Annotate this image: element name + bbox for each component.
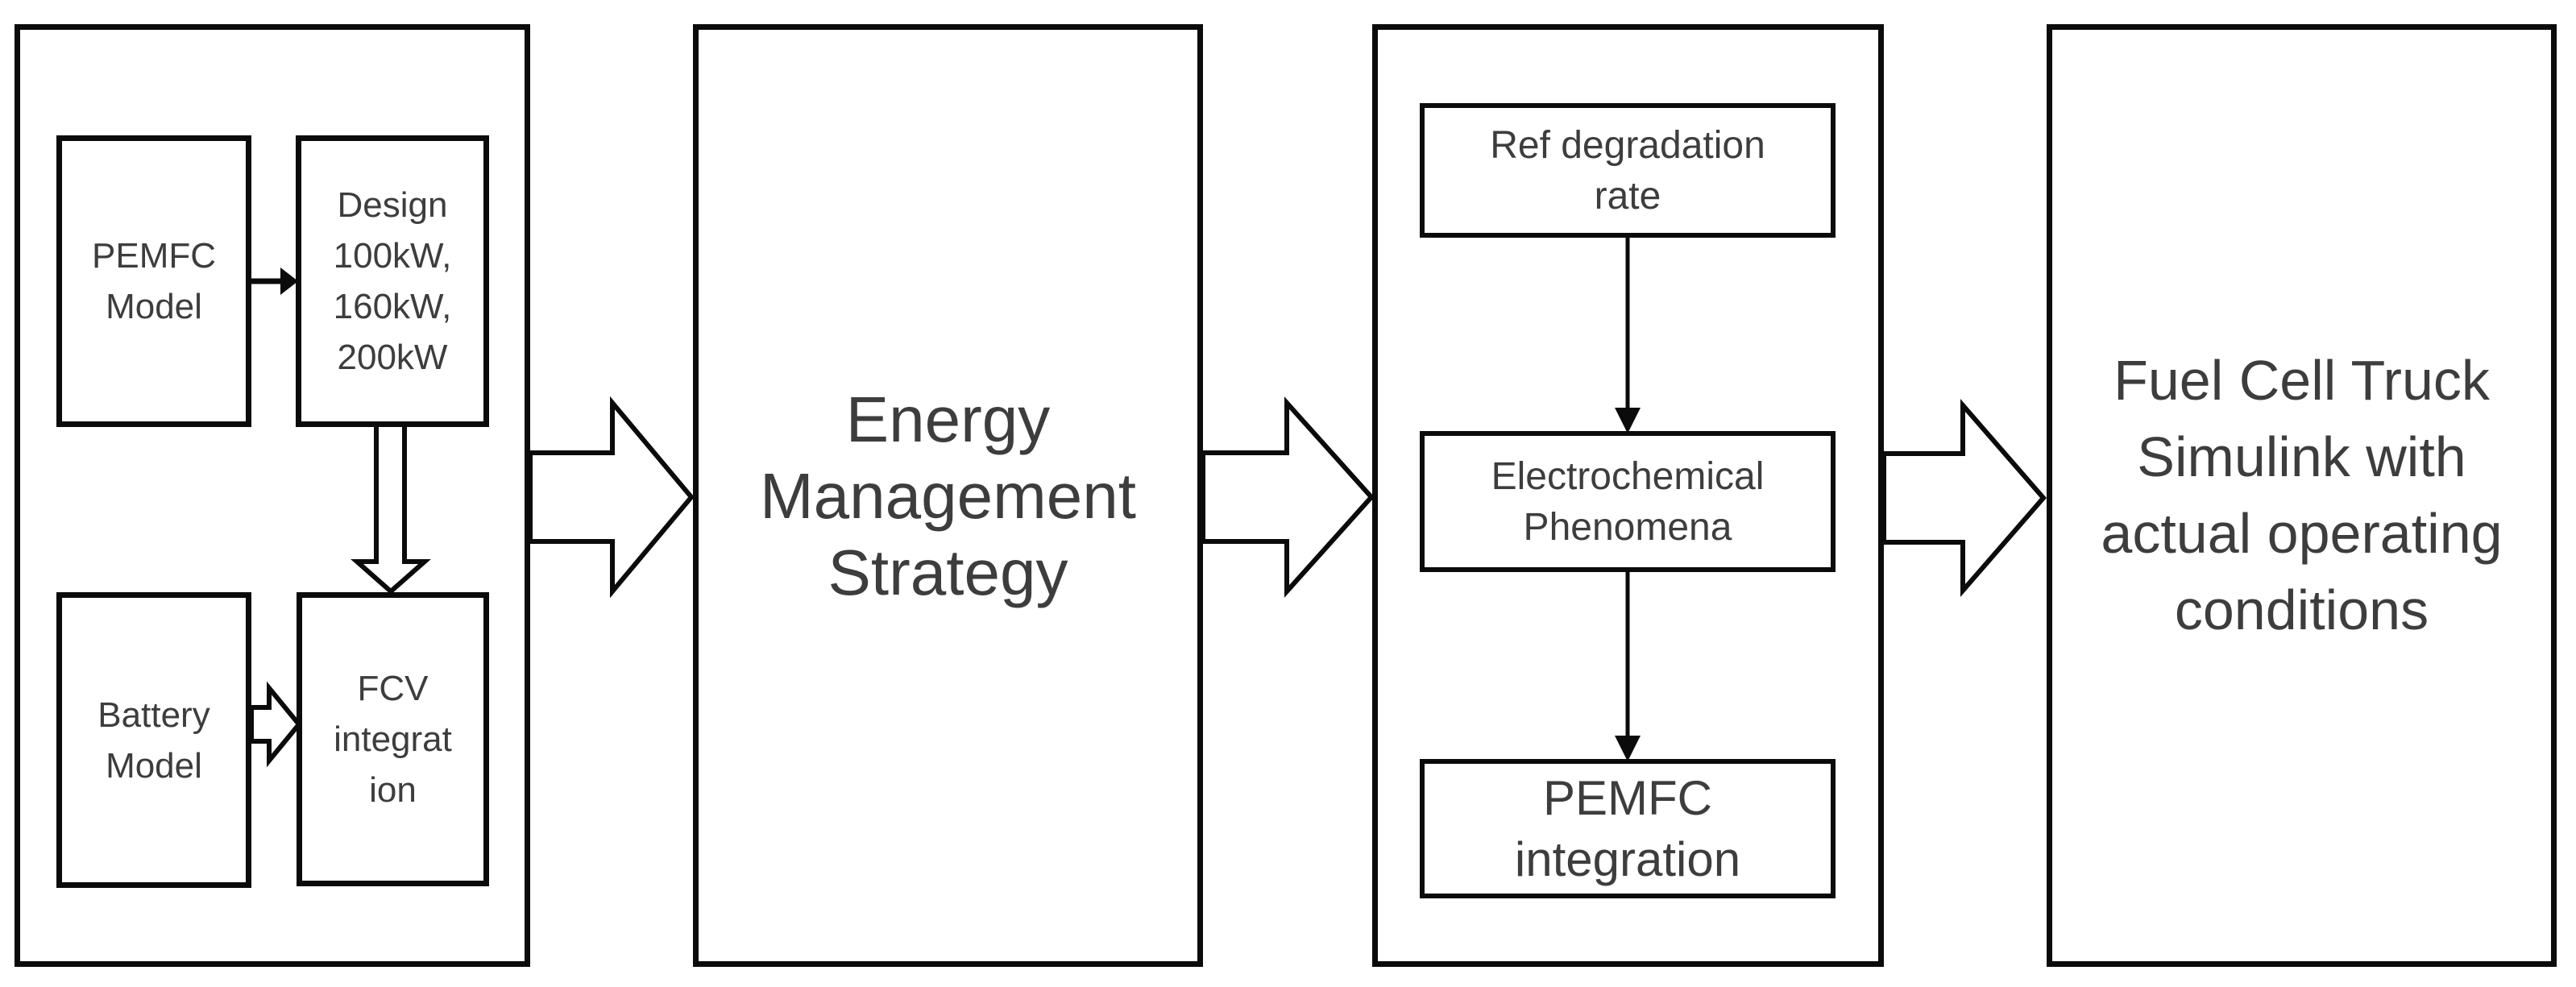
electrochemical-phenomena-box: Electrochemical Phenomena bbox=[1420, 431, 1836, 572]
fuel-cell-truck-simulink-label: Fuel Cell Truck Simulink with actual ope… bbox=[2101, 349, 2503, 641]
battery-model-label: Battery Model bbox=[97, 695, 210, 786]
pemfc-model-box: PEMFC Model bbox=[56, 135, 251, 427]
pemfc-model-label: PEMFC Model bbox=[92, 236, 216, 326]
battery-model-box: Battery Model bbox=[56, 592, 251, 888]
ref-degradation-rate-box: Ref degradation rate bbox=[1420, 103, 1836, 238]
arrow-stage3-to-stage4-icon bbox=[1881, 398, 2047, 598]
electrochemical-phenomena-label: Electrochemical Phenomena bbox=[1491, 454, 1765, 549]
design-power-label: Design 100kW, 160kW, 200kW bbox=[333, 185, 452, 377]
stage4-panel: Fuel Cell Truck Simulink with actual ope… bbox=[2047, 24, 2557, 967]
design-power-box: Design 100kW, 160kW, 200kW bbox=[296, 135, 489, 427]
stage2-panel: Energy Management Strategy bbox=[693, 24, 1203, 967]
energy-management-strategy-label: Energy Management Strategy bbox=[760, 383, 1136, 608]
fcv-integration-label: FCV integrat ion bbox=[334, 669, 452, 810]
pemfc-integration-label: PEMFC integration bbox=[1514, 770, 1741, 886]
fcv-integration-box: FCV integrat ion bbox=[297, 592, 489, 886]
arrow-stage1-to-stage2-icon bbox=[528, 396, 695, 599]
ref-degradation-rate-label: Ref degradation rate bbox=[1490, 123, 1765, 218]
pemfc-integration-box: PEMFC integration bbox=[1420, 759, 1836, 898]
arrow-stage2-to-stage3-icon bbox=[1201, 396, 1375, 598]
